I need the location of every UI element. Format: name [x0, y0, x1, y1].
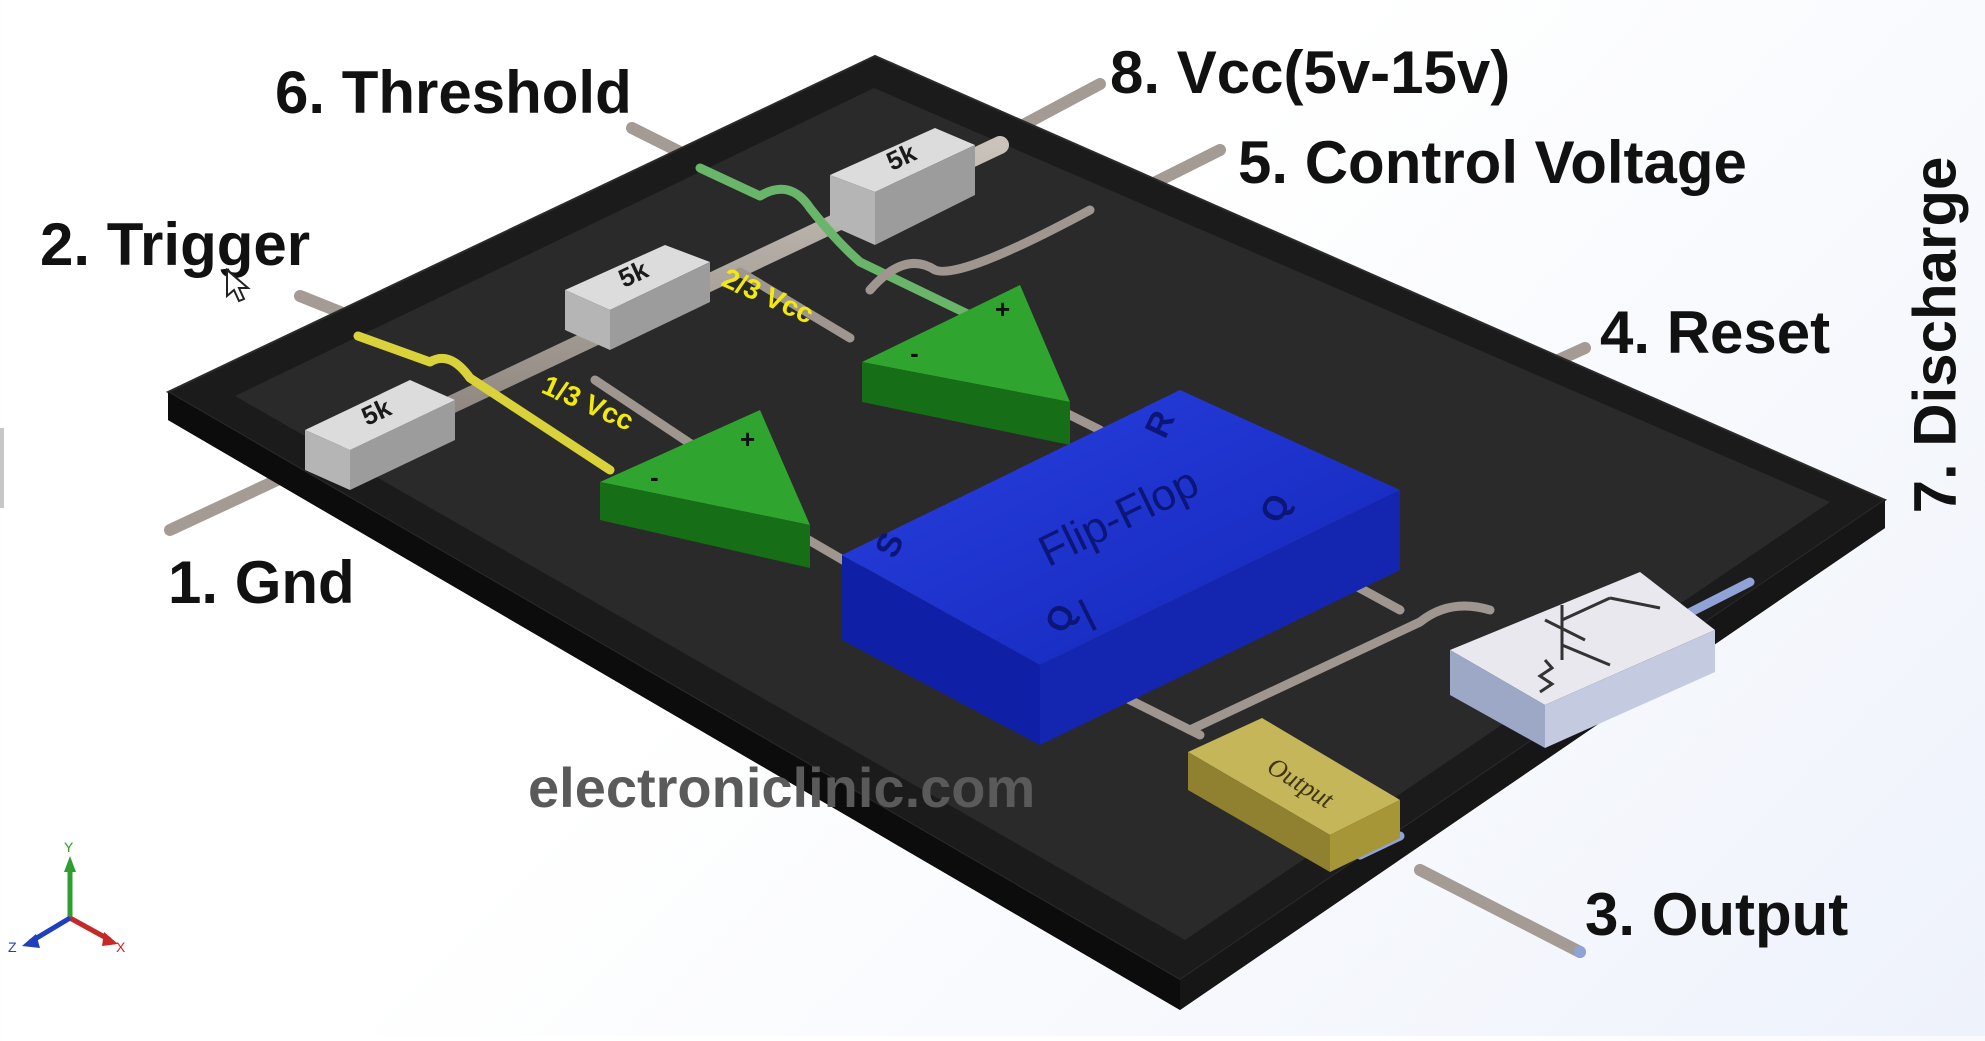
wire-threshold-loop	[865, 205, 1095, 295]
axis-x-label: X	[116, 939, 126, 955]
discharge-transistor	[1450, 572, 1715, 748]
pin-label-output: 3. Output	[1585, 881, 1849, 948]
pin-label-discharge: 7. Discharge	[1901, 156, 1969, 514]
comparator-lower-minus: -	[650, 462, 659, 492]
watermark: electroniclinic.com	[528, 756, 1036, 819]
wire-minus-upper	[735, 267, 855, 343]
axis-triad-icon: Y X Z	[8, 839, 126, 955]
pin-label-trigger: 2. Trigger	[40, 211, 311, 278]
resistor-2: 5k	[565, 245, 710, 350]
axis-z-label: Z	[8, 939, 17, 955]
comparator-lower: + -	[600, 410, 810, 568]
wire-output-bus	[1185, 601, 1495, 735]
pin-threshold	[626, 122, 686, 158]
pin-label-discharge-wrap: 7. Discharge	[1902, 150, 1969, 520]
pin-label-threshold: 6. Threshold	[275, 59, 632, 126]
mouse-pointer-icon	[225, 267, 251, 309]
comparator-lower-plus: +	[740, 424, 755, 454]
pin-label-reset: 4. Reset	[1600, 299, 1831, 366]
pin-gnd	[164, 468, 296, 536]
comparator-upper-minus: -	[910, 338, 919, 368]
pin-label-control-voltage: 5. Control Voltage	[1238, 129, 1747, 196]
comparator-upper: + -	[862, 285, 1070, 445]
pin-label-gnd: 1. Gnd	[168, 549, 355, 616]
resistor-1: 5k	[305, 380, 455, 490]
output-block: Output	[1188, 718, 1400, 872]
pin-label-vcc: 8. Vcc(5v-15v)	[1110, 39, 1511, 106]
flip-flop: Flip-Flop S R Q Q	[842, 390, 1400, 745]
left-edge-mark	[0, 428, 4, 508]
pin-output	[1414, 864, 1586, 958]
pin-trigger	[294, 290, 346, 318]
transistor-icon	[1537, 596, 1661, 694]
wire-green-2-3-vcc	[695, 163, 985, 325]
comparator-upper-plus: +	[995, 294, 1010, 324]
wire-minus-lower	[590, 375, 705, 455]
axis-y-label: Y	[64, 839, 74, 855]
wire-yellow-1-3-vcc	[353, 331, 615, 475]
